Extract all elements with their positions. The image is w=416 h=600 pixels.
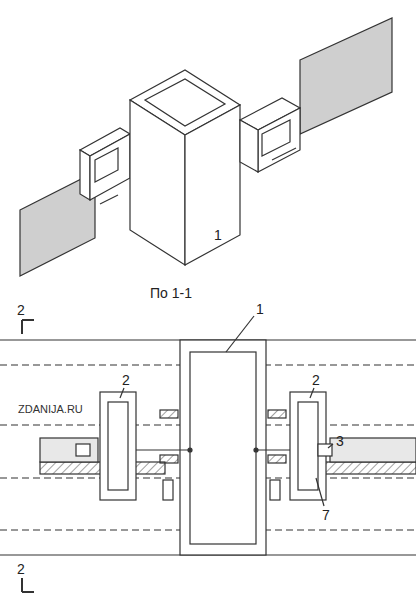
callout-number: 2 [312,373,320,387]
isometric-view [20,18,392,276]
section-mark-label: 2 [17,303,25,317]
callout-number: 3 [336,434,344,448]
callout-number: 2 [122,373,130,387]
section-mark-label: 2 [17,562,25,576]
callout-number: 1 [256,302,264,316]
watermark: ZDANIJA.RU [16,404,85,415]
callout-number: 1 [214,228,222,242]
callout-number: 7 [322,508,330,522]
plan-view [0,316,416,555]
view-title: По 1-1 [150,286,192,300]
section-mark [22,320,34,592]
